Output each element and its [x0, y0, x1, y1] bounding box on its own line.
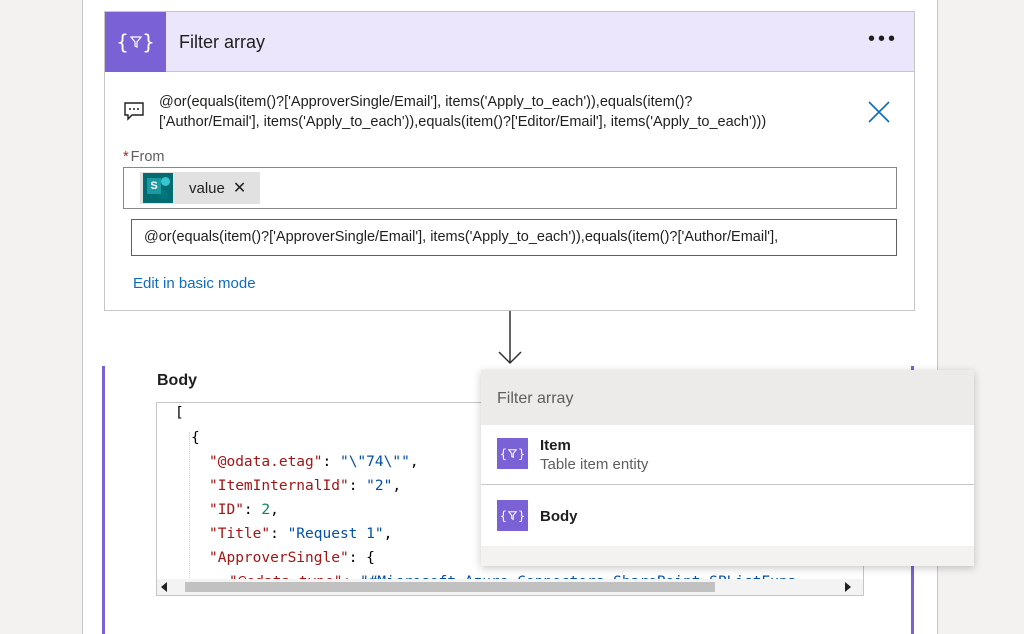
- condition-expression-row: @or(equals(item()?['ApproverSingle/Email…: [123, 92, 903, 132]
- scroll-left-icon[interactable]: [161, 582, 167, 592]
- code-line: "ItemInternalId": "2",: [209, 478, 402, 494]
- scroll-right-icon[interactable]: [845, 582, 851, 592]
- divider: [481, 484, 974, 485]
- dropdown-header: Filter array: [481, 370, 974, 425]
- code-line: "@odata.etag": "\"74\"",: [209, 454, 419, 470]
- indent-guide: [189, 432, 190, 592]
- filter-array-icon: {}: [105, 12, 166, 72]
- advanced-expression-field[interactable]: @or(equals(item()?['ApproverSingle/Email…: [131, 219, 897, 256]
- filter-array-icon: {}: [497, 500, 528, 531]
- code-line: "Title": "Request 1",: [209, 526, 393, 542]
- body-label: Body: [157, 372, 197, 389]
- remove-token-icon[interactable]: ✕: [232, 180, 247, 197]
- token-label: value: [189, 179, 225, 197]
- close-icon[interactable]: [867, 100, 891, 124]
- edit-in-basic-mode-link[interactable]: Edit in basic mode: [133, 275, 256, 292]
- sharepoint-icon: S: [143, 173, 173, 203]
- horizontal-scrollbar[interactable]: [157, 579, 863, 595]
- dropdown-item-description: Table item entity: [540, 456, 649, 473]
- filter-array-icon: {}: [497, 438, 528, 469]
- dropdown-item-name: Body: [540, 508, 578, 525]
- value-token[interactable]: S value ✕: [140, 172, 260, 204]
- advanced-expression-text: @or(equals(item()?['ApproverSingle/Email…: [144, 229, 779, 245]
- code-line: "ApproverSingle": {: [209, 550, 375, 566]
- from-field[interactable]: S value ✕: [123, 167, 897, 209]
- code-line: {: [191, 430, 200, 446]
- filter-array-card: {} Filter array ••• @or(equals(item()?['…: [104, 11, 915, 311]
- dropdown-title: Filter array: [497, 390, 574, 407]
- dropdown-item-item[interactable]: {} Item Table item entity: [481, 428, 974, 484]
- dynamic-content-dropdown: Filter array {} Item Table item entity {…: [481, 370, 974, 566]
- flow-arrow-icon: [498, 311, 522, 365]
- dropdown-item-body[interactable]: {} Body: [481, 486, 974, 544]
- more-options-icon[interactable]: •••: [867, 28, 898, 50]
- from-label: *From: [123, 149, 165, 165]
- code-line: "ID": 2,: [209, 502, 279, 518]
- scrollbar-thumb[interactable]: [185, 582, 715, 592]
- comment-icon[interactable]: [123, 100, 145, 122]
- dropdown-item-name: Item: [540, 437, 571, 454]
- card-header[interactable]: {} Filter array •••: [105, 12, 914, 72]
- code-line: [: [175, 405, 184, 421]
- dropdown-footer: [481, 546, 974, 566]
- card-title: Filter array: [179, 32, 266, 52]
- condition-expression[interactable]: @or(equals(item()?['ApproverSingle/Email…: [159, 94, 767, 130]
